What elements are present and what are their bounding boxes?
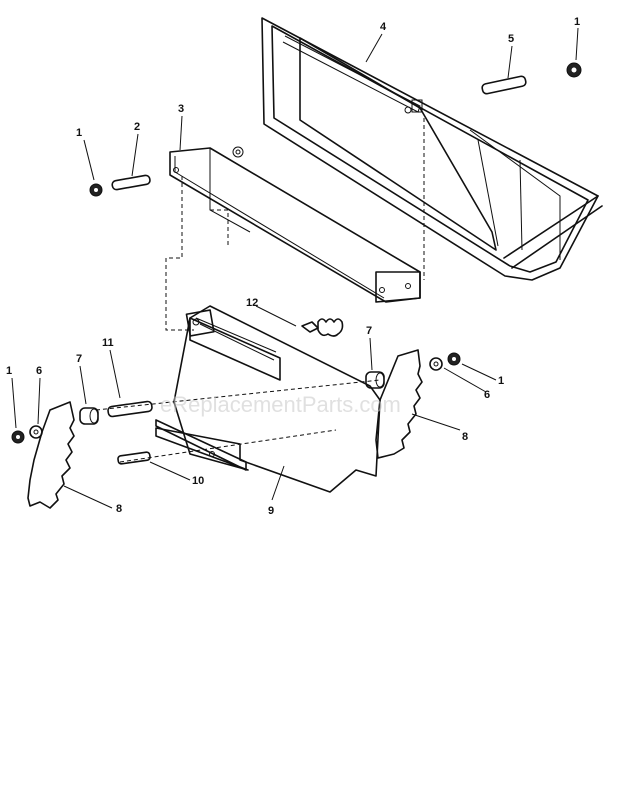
leader-lines <box>11 27 579 509</box>
callout-1: 1 <box>76 127 82 139</box>
plate <box>155 305 381 493</box>
washer-upper <box>232 146 244 158</box>
rail-bracket <box>169 147 421 303</box>
callout-4: 4 <box>380 21 387 33</box>
callout-5: 5 <box>508 33 514 45</box>
callout-2: 2 <box>134 121 140 133</box>
callout-9: 9 <box>268 505 274 517</box>
pin-11 <box>107 400 153 418</box>
spacer-7-left <box>79 407 99 425</box>
callout-7: 7 <box>366 325 372 337</box>
spacer-7-right <box>365 371 385 389</box>
callout-1: 1 <box>498 375 504 387</box>
serrated-plate-right <box>375 349 423 459</box>
callout-8: 8 <box>462 431 468 443</box>
nut-1-lower-left <box>11 430 25 444</box>
callout-3: 3 <box>178 103 184 115</box>
callout-11: 11 <box>102 337 114 349</box>
nut-1-top-right <box>566 62 582 78</box>
pin-2 <box>111 174 151 191</box>
callout-1: 1 <box>6 365 12 377</box>
spring-12 <box>301 318 344 337</box>
callout-6: 6 <box>36 365 42 377</box>
pin-5 <box>481 75 527 95</box>
bin-tray <box>261 17 603 281</box>
callout-6: 6 <box>484 389 490 401</box>
serrated-plate-left <box>27 401 75 509</box>
callouts: 1 2 3 4 5 1 12 7 11 1 6 7 1 6 8 8 10 9 <box>6 16 580 517</box>
nut-1-left <box>89 183 103 197</box>
assembly-lines <box>95 118 425 463</box>
nut-1-lower-right <box>447 352 461 366</box>
washer-6-left <box>29 425 43 439</box>
callout-12: 12 <box>246 297 258 309</box>
callout-10: 10 <box>192 475 204 487</box>
pin-10 <box>117 451 151 465</box>
washer-6-right <box>429 357 443 371</box>
callout-7: 7 <box>76 353 82 365</box>
watermark-text: eReplacementParts.com <box>160 392 401 417</box>
callout-8: 8 <box>116 503 122 515</box>
callout-1: 1 <box>574 16 580 28</box>
